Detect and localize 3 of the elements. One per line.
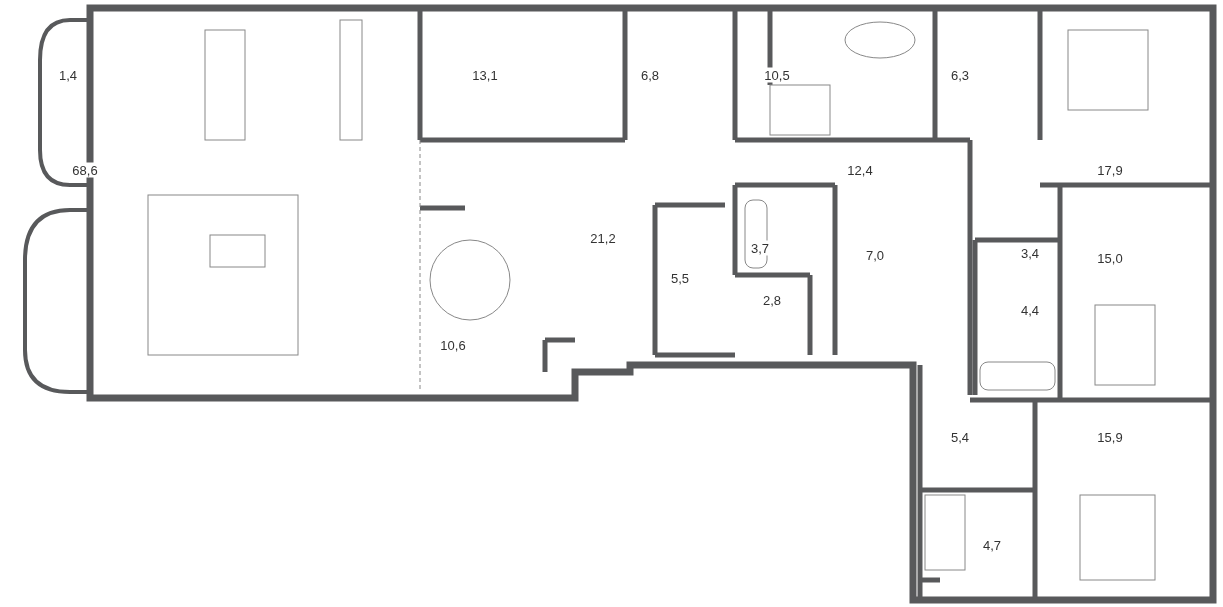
room-area-label: 10,5 <box>762 67 792 83</box>
room-area-label: 3,7 <box>748 240 772 256</box>
room-area-label: 68,6 <box>70 162 100 178</box>
